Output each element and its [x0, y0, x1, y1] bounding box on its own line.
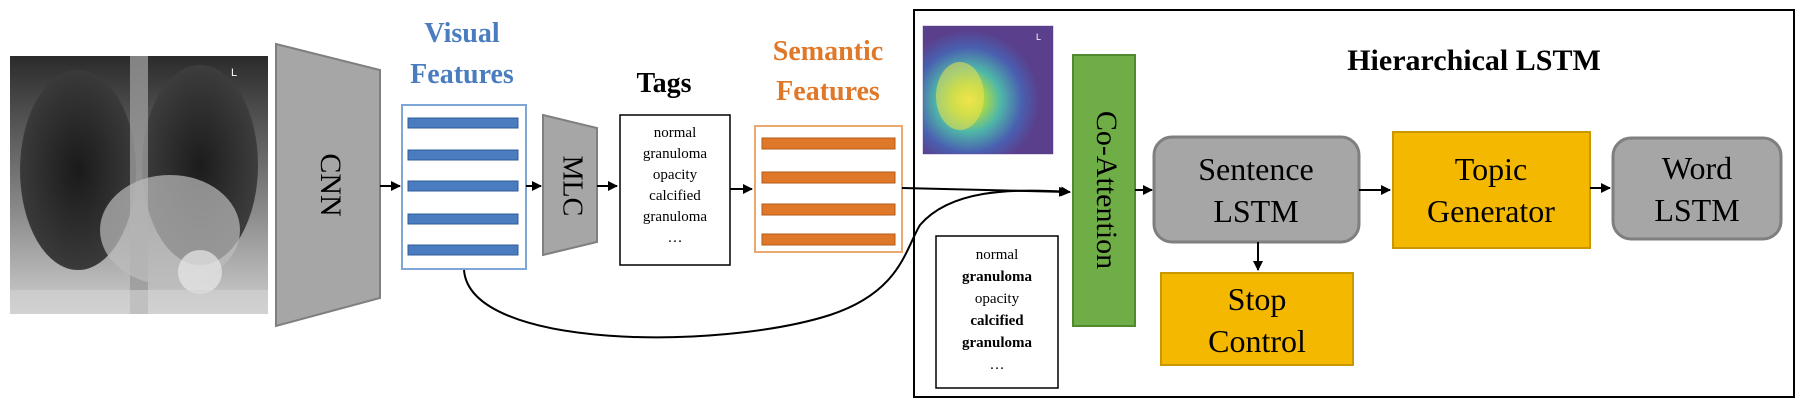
- cnn-label: CNN: [314, 153, 347, 216]
- visual-feature-bar: [407, 244, 519, 256]
- sentence-lstm-label-line2: LSTM: [1213, 193, 1298, 229]
- topic-generator-block: [1392, 131, 1591, 249]
- hierarchical-lstm-title: Hierarchical LSTM: [1347, 44, 1601, 77]
- semantic-feature-bar: [761, 171, 896, 184]
- tags-title: Tags: [636, 68, 691, 99]
- tag-item: granuloma: [643, 146, 707, 162]
- mlc-label: MLC: [557, 156, 588, 217]
- semantic-feature-bars: [761, 137, 896, 246]
- attended-tag-item: opacity: [975, 291, 1020, 307]
- attended-tags-list: normal granuloma opacity calcified granuloma…: [962, 247, 1033, 373]
- attended-tag-item: granuloma: [962, 269, 1033, 285]
- mlc-block: [542, 113, 598, 257]
- semantic-features-title-line2: Features: [776, 76, 880, 107]
- tag-item: normal: [654, 125, 697, 141]
- semantic-feature-bar: [761, 137, 896, 150]
- attended-tag-item: …: [990, 357, 1005, 373]
- co-attention-block: [1072, 54, 1136, 327]
- visual-feature-bars: [407, 117, 519, 256]
- semantic-feature-bar: [761, 233, 896, 246]
- attended-tag-item: normal: [976, 247, 1019, 263]
- visual-feature-bar: [407, 149, 519, 161]
- attention-heatmap-image: [922, 25, 1054, 155]
- arrow-visual-to-coattention: [463, 186, 1071, 339]
- semantic-feature-bar: [761, 203, 896, 216]
- heatmap-corner-letter: L: [1036, 32, 1041, 42]
- word-lstm-block: [1611, 136, 1783, 241]
- xray-corner-letter: L: [231, 67, 237, 79]
- tag-item: …: [668, 230, 683, 246]
- stop-control-label-line2: Control: [1208, 323, 1306, 359]
- stop-control-label-line1: Stop: [1228, 281, 1287, 317]
- tag-item: opacity: [653, 167, 698, 183]
- attended-tag-item: granuloma: [962, 335, 1033, 351]
- tags-list: normal granuloma opacity calcified granuloma…: [643, 125, 707, 246]
- visual-feature-bar: [407, 180, 519, 192]
- visual-features-title-line1: Visual: [424, 18, 499, 49]
- semantic-features-title-line1: Semantic: [773, 36, 883, 67]
- topic-generator-label-line1: Topic: [1455, 151, 1527, 187]
- hierarchical-lstm-frame: [913, 9, 1795, 398]
- tag-item: granuloma: [643, 209, 707, 225]
- sentence-lstm-label-line1: Sentence: [1198, 151, 1314, 187]
- stop-control-block: [1160, 272, 1354, 366]
- cnn-block: [275, 42, 381, 328]
- attended-tags-box: [935, 235, 1059, 389]
- visual-feature-bar: [407, 117, 519, 129]
- visual-feature-bar: [407, 213, 519, 225]
- attended-tag-item: calcified: [970, 313, 1024, 329]
- topic-generator-label-line2: Generator: [1427, 193, 1555, 229]
- word-lstm-label-line1: Word: [1662, 150, 1732, 186]
- chest-xray-image: [10, 56, 268, 314]
- visual-features-title-line2: Features: [410, 59, 514, 90]
- co-attention-label: Co-Attention: [1090, 111, 1123, 269]
- word-lstm-label-line2: LSTM: [1654, 192, 1739, 228]
- tag-item: calcified: [649, 188, 701, 204]
- tags-box: [619, 114, 731, 266]
